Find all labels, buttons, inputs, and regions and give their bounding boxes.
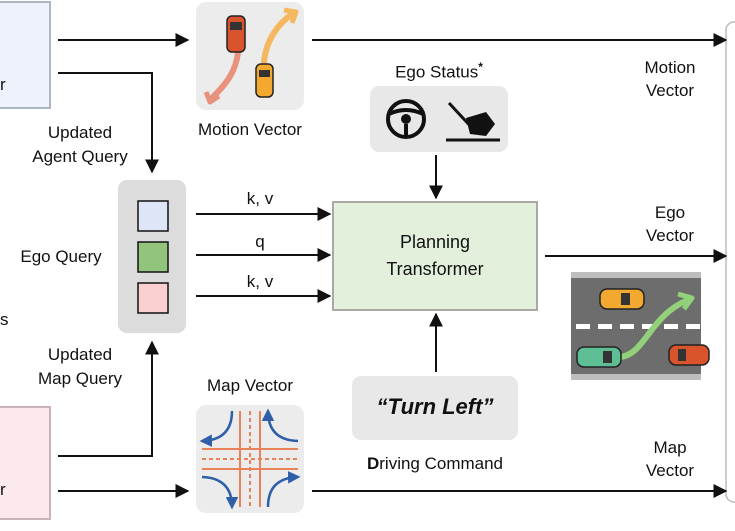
planning-transformer-box (332, 201, 538, 311)
ego-output-label-1: Ego (654, 203, 686, 222)
updated-agent-label-2: Agent Query (32, 147, 128, 166)
ego-status-mark: * (478, 60, 483, 74)
map-box-text: r (0, 480, 6, 499)
arrow-updated-map-query (58, 340, 159, 457)
driving-command-label: Driving Command (340, 452, 530, 475)
kv-top-label: k, v (246, 189, 274, 208)
motion-output-label-1: Motion (644, 58, 696, 77)
q-label: q (255, 232, 265, 251)
driving-command-panel (352, 376, 518, 440)
ego-status-label: Ego Status* (370, 56, 508, 84)
road-scene-image (571, 272, 710, 380)
map-vector-label: Map Vector (207, 376, 293, 395)
kv-bottom-label: k, v (246, 272, 274, 291)
left-mid-text: s (0, 310, 9, 329)
steering-wheel-icon (386, 99, 426, 139)
arrow-updated-agent-query (58, 72, 159, 174)
updated-agent-label-1: Updated (47, 123, 113, 142)
agent-box-text: r (0, 75, 6, 94)
map-query-token (137, 282, 169, 314)
driving-command-rest: riving Command (379, 454, 504, 473)
map-output-label-1: Map (653, 438, 687, 457)
right-edge-box (725, 21, 735, 503)
ego-status-text: Ego Status (395, 62, 479, 82)
map-output-label-2: Vector (645, 461, 695, 480)
updated-map-label-2: Map Query (37, 369, 123, 388)
intersection-map-icon (199, 408, 301, 510)
turn-left-command: “Turn Left” (376, 394, 494, 419)
pedal-icon (446, 101, 500, 142)
ego-query-token (137, 241, 169, 273)
motion-vector-label: Motion Vector (198, 120, 302, 139)
map-query-box (0, 406, 51, 520)
ego-query-label: Ego Query (20, 247, 102, 266)
agent-query-token (137, 200, 169, 232)
planning-label-2: Transformer (386, 259, 484, 279)
updated-map-label-1: Updated (47, 345, 113, 364)
planning-label-1: Planning (399, 232, 471, 252)
agent-query-box (0, 1, 51, 109)
motion-trajectory-icon (203, 7, 299, 105)
motion-output-label-2: Vector (645, 81, 695, 100)
ego-output-label-2: Vector (645, 226, 695, 245)
map-vector-tile (196, 405, 304, 513)
driving-command-initial: D (366, 454, 380, 473)
